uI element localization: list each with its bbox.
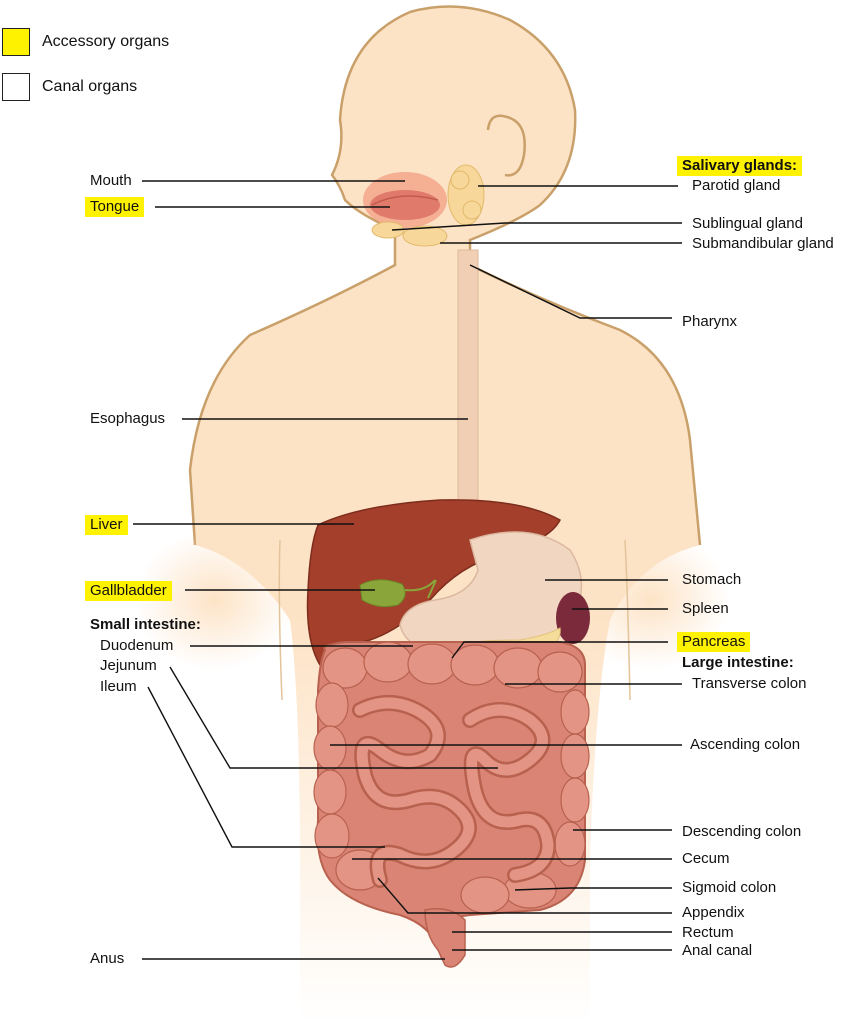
legend-accessory-swatch [2, 28, 30, 56]
legend-canal-label: Canal organs [42, 78, 138, 95]
label-pancreas: Pancreas [677, 632, 751, 652]
label-cecum: Cecum [682, 850, 730, 867]
label-large-intestine-heading: Large intestine: [682, 654, 794, 671]
leader-lines [133, 180, 682, 960]
label-rectum: Rectum [682, 924, 734, 941]
label-appendix: Appendix [682, 904, 745, 921]
label-pharynx: Pharynx [682, 313, 738, 330]
label-anal-canal: Anal canal [682, 942, 753, 959]
label-liver: Liver [85, 515, 128, 535]
label-duodenum: Duodenum [100, 637, 174, 654]
label-ileum: Ileum [100, 678, 137, 695]
legend-canal-swatch [2, 73, 30, 101]
label-parotid: Parotid gland [692, 177, 781, 194]
label-transverse-colon: Transverse colon [692, 675, 807, 692]
label-sigmoid-colon: Sigmoid colon [682, 879, 777, 896]
label-tongue: Tongue [85, 197, 145, 217]
gallbladder-shape [359, 579, 406, 608]
label-stomach: Stomach [682, 571, 742, 588]
label-spleen: Spleen [682, 600, 729, 617]
label-esophagus: Esophagus [90, 410, 166, 427]
label-submandibular: Submandibular gland [692, 235, 834, 252]
spleen-shape [556, 592, 590, 644]
legend-accessory-label: Accessory organs [42, 33, 170, 50]
label-gallbladder: Gallbladder [85, 581, 172, 601]
label-sublingual: Sublingual gland [692, 215, 803, 232]
label-anus: Anus [90, 950, 125, 967]
mouth-cavity [363, 172, 447, 228]
label-salivary-heading: Salivary glands: [677, 156, 803, 176]
label-small-intestine-heading: Small intestine: [90, 616, 201, 633]
label-ascending-colon: Ascending colon [690, 736, 801, 753]
label-jejunum: Jejunum [100, 657, 157, 674]
salivary-glands [371, 164, 485, 247]
label-descending-colon: Descending colon [682, 823, 802, 840]
label-mouth: Mouth [90, 172, 132, 189]
